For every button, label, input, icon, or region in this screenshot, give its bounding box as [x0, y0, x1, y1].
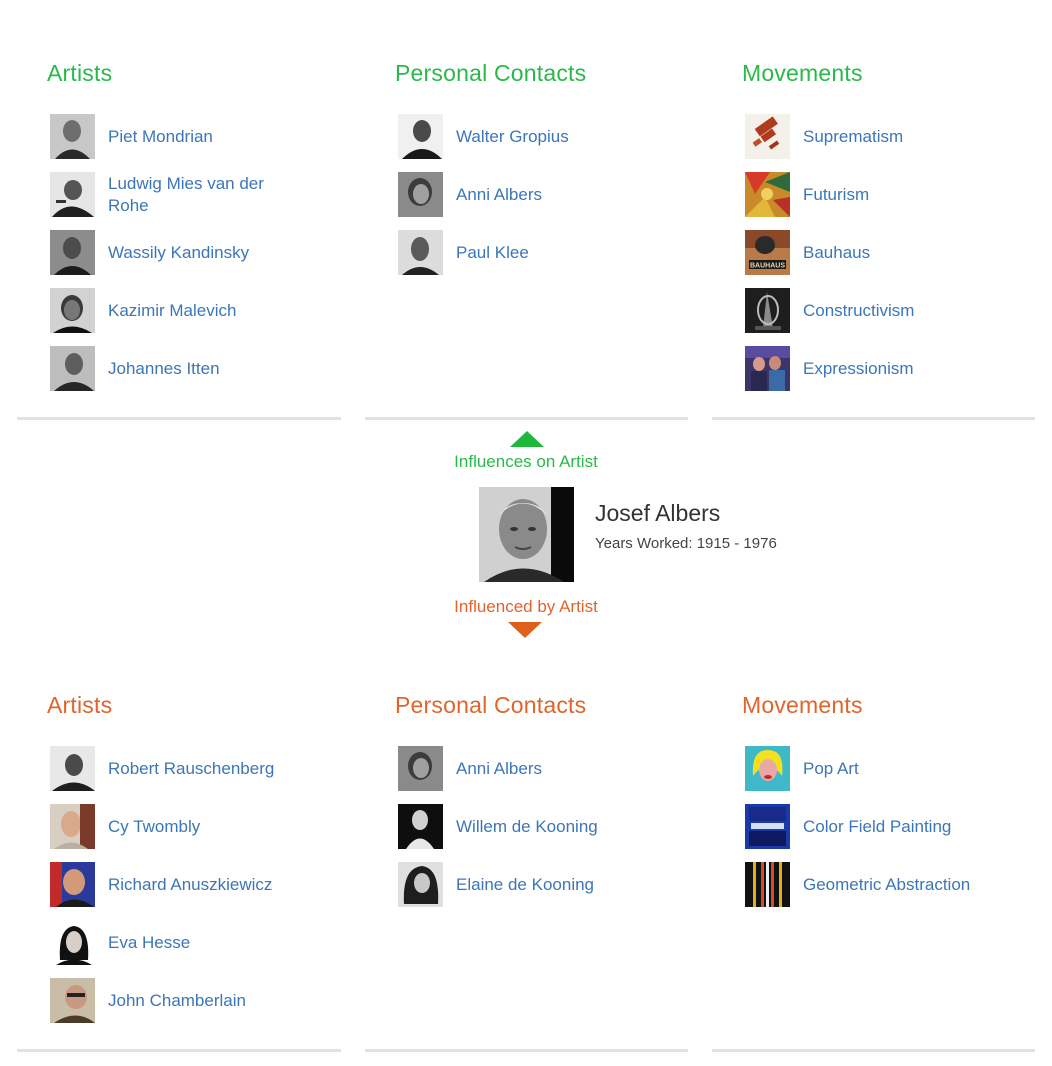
item-link[interactable]: Bauhaus	[803, 243, 871, 262]
column-title: Artists	[47, 60, 113, 86]
influences-contacts-column: Personal Contacts Walter Gropius Anni Al…	[395, 58, 587, 275]
item-link[interactable]: Johannes Itten	[108, 359, 220, 378]
item-link[interactable]: Anni Albers	[456, 759, 542, 778]
list-item[interactable]: Expressionism	[745, 346, 1005, 392]
item-link[interactable]: Paul Klee	[456, 243, 529, 262]
list-item[interactable]: Johannes Itten	[50, 346, 310, 392]
list-item[interactable]: Suprematism	[745, 114, 1005, 160]
portrait-photo-icon[interactable]	[398, 114, 443, 159]
column-divider	[712, 417, 1035, 420]
item-link[interactable]: Eva Hesse	[108, 933, 191, 952]
list-item[interactable]: Color Field Painting	[745, 804, 1005, 850]
portrait-photo-icon[interactable]	[398, 804, 443, 849]
portrait-photo-icon[interactable]	[50, 862, 95, 907]
item-link[interactable]: Wassily Kandinsky	[108, 243, 250, 262]
list-item[interactable]: Ludwig Mies van der Rohe	[50, 172, 310, 218]
artist-portrait	[479, 487, 574, 582]
column-title: Artists	[47, 692, 113, 718]
item-link[interactable]: Expressionism	[803, 359, 914, 378]
influenced-artists-column: Artists Robert Rauschenberg Cy Twombly R…	[47, 690, 274, 1023]
item-link[interactable]: Piet Mondrian	[108, 127, 213, 146]
artwork-thumbnail-icon[interactable]	[745, 114, 790, 159]
list-item[interactable]: Wassily Kandinsky	[50, 230, 310, 276]
list-item[interactable]: Cy Twombly	[50, 804, 310, 850]
artwork-thumbnail-icon[interactable]	[745, 288, 790, 333]
item-link[interactable]: Constructivism	[803, 301, 915, 320]
arrow-up-icon	[510, 431, 544, 447]
portrait-photo-icon[interactable]	[50, 114, 95, 159]
artwork-thumbnail-icon[interactable]	[745, 346, 790, 391]
list-item[interactable]: Kazimir Malevich	[50, 288, 310, 334]
item-link[interactable]: Kazimir Malevich	[108, 301, 237, 320]
column-title: Personal Contacts	[395, 60, 587, 86]
column-title: Personal Contacts	[395, 692, 587, 718]
column-divider	[365, 417, 688, 420]
list-item[interactable]: Piet Mondrian	[50, 114, 310, 160]
list-item[interactable]: Willem de Kooning	[398, 804, 658, 850]
column-title: Movements	[742, 60, 863, 86]
list-item[interactable]: Anni Albers	[398, 746, 658, 792]
list-item[interactable]: Constructivism	[745, 288, 1005, 334]
artwork-thumbnail-icon[interactable]	[745, 862, 790, 907]
item-link[interactable]: Cy Twombly	[108, 817, 201, 836]
portrait-photo-icon[interactable]	[50, 746, 95, 791]
portrait-photo-icon[interactable]	[398, 230, 443, 275]
arrow-down-icon	[508, 622, 542, 638]
item-link[interactable]: Elaine de Kooning	[456, 875, 595, 894]
item-link[interactable]: Anni Albers	[456, 185, 542, 204]
list-item[interactable]: Elaine de Kooning	[398, 862, 658, 908]
artist-summary: Influences on Artist Josef Albers Years …	[0, 420, 1052, 640]
list-item[interactable]: Richard Anuszkiewicz	[50, 862, 310, 908]
artwork-thumbnail-icon[interactable]	[745, 172, 790, 217]
portrait-photo-icon[interactable]	[50, 288, 95, 333]
portrait-photo-icon[interactable]	[50, 978, 95, 1023]
item-link[interactable]: Color Field Painting	[803, 817, 952, 836]
item-link[interactable]: Geometric Abstraction	[803, 875, 971, 894]
column-divider	[365, 1049, 688, 1052]
portrait-photo-icon[interactable]	[50, 172, 95, 217]
artist-name: Josef Albers	[595, 500, 721, 526]
svg-text:BAUHAUS: BAUHAUS	[750, 263, 785, 270]
list-item[interactable]: Pop Art	[745, 746, 1005, 792]
influenced-by-label: Influenced by Artist	[454, 597, 598, 616]
list-item[interactable]: Robert Rauschenberg	[50, 746, 310, 792]
portrait-photo-icon[interactable]	[50, 230, 95, 275]
portrait-photo-icon[interactable]	[398, 172, 443, 217]
item-link[interactable]: Robert Rauschenberg	[108, 759, 275, 778]
influences-artists-column: Artists Piet Mondrian Ludwig Mies van de…	[47, 58, 264, 391]
list-item[interactable]: John Chamberlain	[50, 978, 310, 1024]
influences-movements-column: Movements Suprematism Futurism BAUHAUS B…	[742, 58, 914, 391]
years-worked: Years Worked: 1915 - 1976	[595, 535, 777, 552]
artwork-thumbnail-icon[interactable]	[745, 746, 790, 791]
portrait-photo-icon[interactable]	[398, 746, 443, 791]
influences-on-label: Influences on Artist	[454, 452, 598, 471]
list-item[interactable]: Anni Albers	[398, 172, 658, 218]
list-item[interactable]: Geometric Abstraction	[745, 862, 1005, 908]
item-link[interactable]: Pop Art	[803, 759, 859, 778]
column-title: Movements	[742, 692, 863, 718]
portrait-photo-icon[interactable]	[50, 346, 95, 391]
item-link[interactable]: Richard Anuszkiewicz	[108, 875, 273, 894]
influenced-movements-column: Movements Pop Art Color Field Painting G…	[742, 690, 970, 907]
column-divider	[17, 417, 341, 420]
item-link[interactable]: Ludwig Mies van der Rohe	[108, 174, 264, 215]
artwork-thumbnail-icon[interactable]: BAUHAUS	[745, 230, 790, 275]
item-link[interactable]: Willem de Kooning	[456, 817, 598, 836]
column-divider	[712, 1049, 1035, 1052]
list-item[interactable]: Eva Hesse	[50, 920, 310, 966]
artwork-thumbnail-icon[interactable]	[745, 804, 790, 849]
column-divider	[17, 1049, 341, 1052]
influenced-contacts-column: Personal Contacts Anni Albers Willem de …	[395, 690, 598, 907]
item-link[interactable]: Suprematism	[803, 127, 904, 146]
list-item[interactable]: BAUHAUS Bauhaus	[745, 230, 1005, 276]
item-link[interactable]: Walter Gropius	[456, 127, 569, 146]
portrait-photo-icon[interactable]	[50, 804, 95, 849]
list-item[interactable]: Paul Klee	[398, 230, 658, 276]
item-link[interactable]: Futurism	[803, 185, 870, 204]
portrait-photo-icon[interactable]	[398, 862, 443, 907]
list-item[interactable]: Walter Gropius	[398, 114, 658, 160]
portrait-photo-icon[interactable]	[50, 920, 95, 965]
list-item[interactable]: Futurism	[745, 172, 1005, 218]
item-link[interactable]: John Chamberlain	[108, 991, 246, 1010]
